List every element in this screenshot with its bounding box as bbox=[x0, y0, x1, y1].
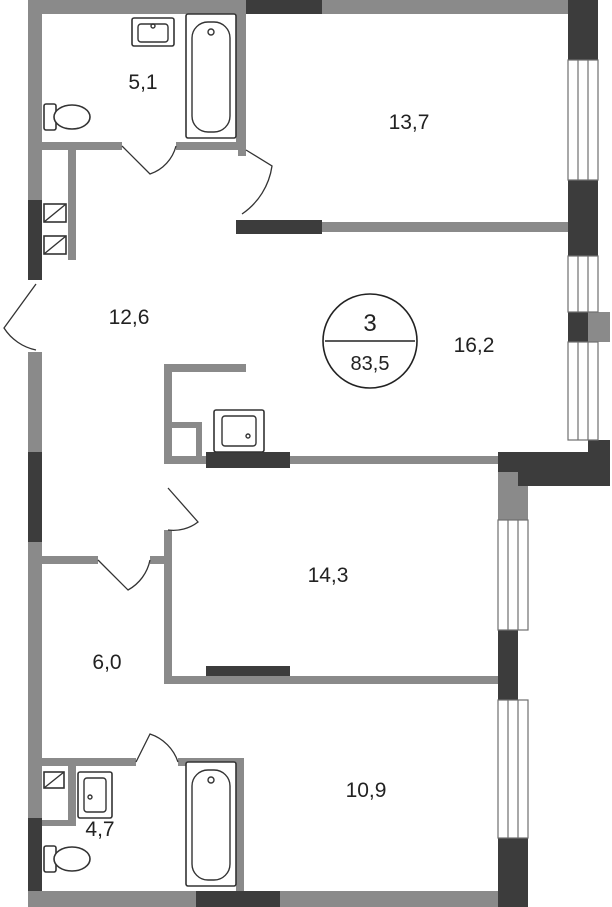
room-area-bedroom-middle: 14,3 bbox=[308, 564, 349, 587]
bathtub-icon bbox=[185, 761, 237, 887]
room-area-corridor: 6,0 bbox=[92, 651, 121, 674]
cabinet-icon bbox=[43, 203, 67, 255]
interior-walls bbox=[42, 0, 568, 891]
cabinet-icon bbox=[43, 771, 65, 789]
room-area-bedroom-bottom: 10,9 bbox=[346, 779, 387, 802]
room-area-bathroom-bottom: 4,7 bbox=[85, 818, 114, 841]
bathtub-icon bbox=[185, 13, 237, 139]
room-area-hallway: 12,6 bbox=[109, 306, 150, 329]
sink-icon bbox=[131, 17, 175, 47]
toilet-icon bbox=[43, 845, 91, 873]
doors bbox=[3, 145, 273, 763]
room-area-bathroom-top: 5,1 bbox=[128, 71, 157, 94]
room-area-bedroom-top: 13,7 bbox=[389, 111, 430, 134]
sink-icon bbox=[77, 771, 113, 819]
room-area-living-room: 16,2 bbox=[454, 334, 495, 357]
outer-walls bbox=[28, 0, 610, 907]
windows bbox=[497, 59, 599, 839]
apartment-summary-badge: 3 83,5 bbox=[322, 293, 418, 389]
fixtures bbox=[43, 13, 265, 887]
rooms-count: 3 bbox=[363, 310, 376, 337]
room-labels: 5,1 13,7 12,6 16,2 14,3 6,0 4,7 10,9 bbox=[85, 71, 494, 841]
kitchen-sink-icon bbox=[213, 409, 265, 453]
total-area: 83,5 bbox=[351, 353, 390, 375]
toilet-icon bbox=[43, 103, 91, 131]
